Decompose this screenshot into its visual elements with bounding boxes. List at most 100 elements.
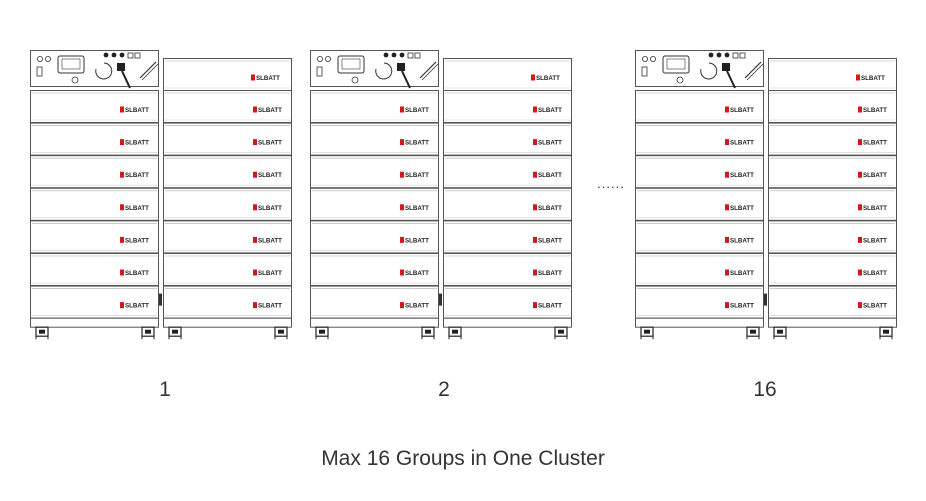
caster-wheel-icon	[448, 326, 462, 340]
battery-column: SLBATTSLBATTSLBATTSLBATTSLBATTSLBATTSLBA…	[309, 49, 440, 340]
brand-logo-text: SLBATT	[258, 172, 282, 179]
brand-logo-text: SLBATT	[538, 172, 562, 179]
brand-logo-text: SLBATT	[125, 205, 149, 212]
base-plinth	[768, 317, 897, 328]
brand-logo-text: SLBATT	[405, 303, 429, 310]
brand-logo: SLBATT	[251, 74, 280, 82]
caster-wheel-icon	[640, 326, 654, 340]
caster-wheel-icon	[35, 326, 49, 340]
battery-column: SLBATT SLBATT SLBATT SLBATT SLBATT SLBATT SLBA…	[163, 58, 292, 340]
brand-logo-text: SLBATT	[538, 205, 562, 212]
brand-logo: SLBATT	[253, 106, 282, 114]
base-plinth	[443, 317, 572, 328]
base-plinth	[30, 317, 159, 328]
brand-logo-text: SLBATT	[730, 270, 754, 277]
control-unit-icon	[634, 49, 765, 89]
brand-logo-text: SLBATT	[258, 205, 282, 212]
group-label-1: 1	[159, 378, 171, 401]
brand-logo-text: SLBATT	[538, 303, 562, 310]
caster-wheel-icon	[315, 326, 329, 340]
battery-column: SLBATTSLBATTSLBATTSLBATTSLBATTSLBATTSLBA…	[634, 49, 765, 340]
brand-logo: SLBATT	[725, 204, 754, 212]
brand-logo-text: SLBATT	[730, 107, 754, 114]
battery-column: SLBATT SLBATT SLBATT SLBATT SLBATT SLBATT SLBA…	[443, 58, 572, 340]
brand-logo: SLBATT	[858, 106, 887, 114]
battery-group-3: SLBATT SLBATT SLBATT SLBATT SLBATT SLBATT SLBA…	[634, 49, 897, 340]
brand-logo: SLBATT	[400, 302, 429, 310]
brand-logo: SLBATT	[533, 269, 562, 277]
battery-group-1: SLBATT SLBATT SLBATT SLBATT SLBATT SLBATT SLBA…	[29, 49, 292, 340]
brand-logo: SLBATT	[533, 106, 562, 114]
brand-logo: SLBATT	[253, 302, 282, 310]
brand-logo: SLBATT	[858, 139, 887, 147]
brand-logo: SLBATT	[533, 204, 562, 212]
brand-logo-text: SLBATT	[258, 303, 282, 310]
caster-wheel-icon	[141, 326, 155, 340]
brand-logo: SLBATT	[858, 269, 887, 277]
brand-logo: SLBATT	[725, 269, 754, 277]
brand-logo: SLBATT	[253, 269, 282, 277]
control-unit-icon	[309, 49, 440, 89]
brand-logo: SLBATT	[253, 236, 282, 244]
brand-logo-text: SLBATT	[730, 140, 754, 147]
brand-logo: SLBATT	[120, 139, 149, 147]
brand-logo-text: SLBATT	[405, 205, 429, 212]
brand-logo: SLBATT	[120, 204, 149, 212]
brand-logo-text: SLBATT	[125, 107, 149, 114]
brand-logo-text: SLBATT	[863, 172, 887, 179]
ellipsis: ......	[597, 176, 625, 191]
brand-logo: SLBATT	[858, 236, 887, 244]
brand-logo-text: SLBATT	[863, 237, 887, 244]
brand-logo: SLBATT	[856, 74, 885, 82]
caster-wheel-icon	[168, 326, 182, 340]
brand-logo-text: SLBATT	[538, 237, 562, 244]
brand-logo-text: SLBATT	[258, 270, 282, 277]
brand-logo: SLBATT	[533, 236, 562, 244]
base-plinth	[310, 317, 439, 328]
brand-logo-text: SLBATT	[125, 172, 149, 179]
brand-logo: SLBATT	[533, 139, 562, 147]
caster-wheel-icon	[746, 326, 760, 340]
brand-logo: SLBATT	[120, 302, 149, 310]
brand-logo: SLBATT	[533, 302, 562, 310]
brand-logo-text: SLBATT	[405, 270, 429, 277]
caster-wheel-icon	[554, 326, 568, 340]
brand-logo-text: SLBATT	[863, 270, 887, 277]
group-label-16: 16	[753, 378, 777, 401]
brand-logo: SLBATT	[253, 139, 282, 147]
brand-logo-text: SLBATT	[258, 107, 282, 114]
brand-logo-text: SLBATT	[538, 140, 562, 147]
brand-logo-text: SLBATT	[405, 237, 429, 244]
caster-wheel-icon	[879, 326, 893, 340]
brand-logo-text: SLBATT	[258, 140, 282, 147]
brand-logo: SLBATT	[531, 74, 560, 82]
brand-logo-text: SLBATT	[538, 107, 562, 114]
brand-logo-text: SLBATT	[405, 107, 429, 114]
diagram-caption: Max 16 Groups in One Cluster	[321, 447, 605, 470]
brand-logo: SLBATT	[725, 106, 754, 114]
brand-logo: SLBATT	[253, 204, 282, 212]
brand-logo: SLBATT	[400, 236, 429, 244]
battery-column: SLBATT SLBATT SLBATT SLBATT SLBATT SLBATT SLBA…	[768, 58, 897, 340]
group-label-2: 2	[438, 378, 450, 401]
brand-logo: SLBATT	[400, 171, 429, 179]
brand-logo: SLBATT	[253, 171, 282, 179]
brand-logo-text: SLBATT	[730, 237, 754, 244]
brand-logo: SLBATT	[400, 269, 429, 277]
brand-logo-text: SLBATT	[730, 303, 754, 310]
brand-logo: SLBATT	[725, 302, 754, 310]
brand-logo: SLBATT	[858, 302, 887, 310]
brand-logo-text: SLBATT	[256, 75, 280, 82]
column-connector	[439, 293, 442, 306]
battery-group-2: SLBATT SLBATT SLBATT SLBATT SLBATT SLBATT SLBA…	[309, 49, 572, 340]
base-plinth	[635, 317, 764, 328]
brand-logo-text: SLBATT	[863, 107, 887, 114]
brand-logo: SLBATT	[120, 171, 149, 179]
brand-logo-text: SLBATT	[405, 172, 429, 179]
column-connector	[764, 293, 767, 306]
brand-logo-text: SLBATT	[125, 140, 149, 147]
brand-logo-text: SLBATT	[258, 237, 282, 244]
brand-logo: SLBATT	[400, 204, 429, 212]
brand-logo-text: SLBATT	[538, 270, 562, 277]
